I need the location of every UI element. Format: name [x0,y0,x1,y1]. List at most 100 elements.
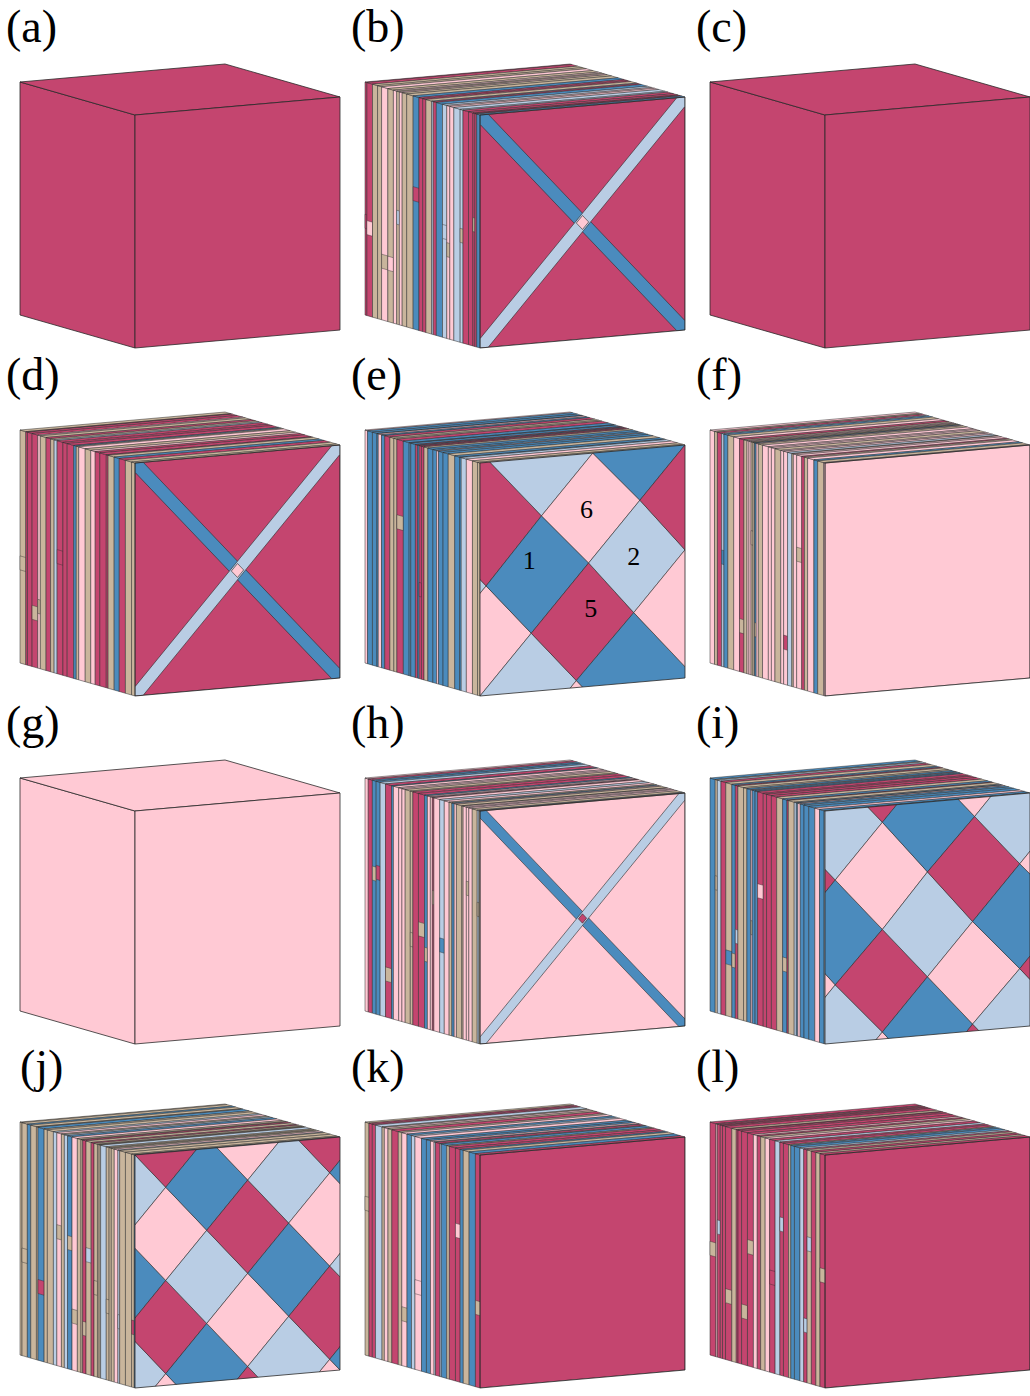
cube-face [135,793,340,1044]
lamella-side [399,788,402,1022]
lamella-side [434,798,440,1033]
domain-region [825,1137,1030,1388]
front-face [480,1137,685,1388]
lamella-mark [466,881,468,896]
lamella-side [802,456,805,690]
lamella-side [815,808,820,1042]
domain-region [0,753,207,1217]
lamella-side [770,1139,776,1374]
lamella-side [393,90,396,324]
lamella-side [72,1137,77,1372]
lamella-side [735,785,738,1019]
lamella-mark [722,550,724,565]
lamella-side [440,799,445,1033]
lamella-mark [418,922,424,938]
lamella-side [419,97,423,331]
lamella-side [755,443,757,676]
lamella-mark [367,221,373,237]
lamella-side [390,437,394,671]
lamella-side [460,1149,463,1383]
lamella-mark [807,1237,811,1252]
lamella-side [76,446,78,680]
lamella-side [753,1134,757,1368]
lamella-side [54,440,57,674]
cube-panel [710,64,1030,348]
lamella-mark [715,876,717,891]
panel-label: (j) [20,1044,63,1090]
lamella-side [720,1125,722,1359]
panel-label: (k) [351,1044,405,1090]
lamella-side [761,1137,766,1371]
lamella-side [114,457,119,691]
panel-label: (d) [6,352,60,398]
lamella-side [31,1125,37,1360]
lamella-side [466,807,468,1041]
domain-region [491,433,883,910]
lamella-side [744,788,747,1022]
lamella-side [449,1146,455,1381]
lamella-side [717,780,721,1014]
domain-region [576,215,588,230]
lamella-mark [72,1309,77,1325]
lamella-side [378,434,381,668]
lamella-side [386,784,392,1019]
lamella-mark [820,1268,825,1283]
panel-label: (g) [6,700,60,746]
lamella-mark [397,210,400,225]
lamella-mark [425,947,428,962]
lamella-side [472,461,477,695]
lamella-side [111,1148,114,1382]
lamella-side [74,445,77,679]
lamella-side [738,1130,742,1364]
lamella-side [95,452,100,686]
lamella-side [755,791,757,1025]
front-face [0,384,955,1396]
lamella-side [447,1145,450,1379]
lamella-mark [57,1225,62,1240]
front-face [210,40,1030,1396]
panel-label: (h) [351,700,405,746]
domain-region [825,445,1030,696]
lamella-side [67,444,73,679]
lamella-side [417,445,419,678]
domain-region [480,97,685,348]
lamella-side [455,456,460,690]
lamella-side [20,430,26,665]
panel-label: (i) [696,700,739,746]
lamella-side [798,803,801,1037]
lamella-side [469,112,473,346]
lamella-side [734,437,740,672]
lamella-side [784,451,788,685]
lamella-side [125,1152,131,1387]
lamella-side [53,1132,56,1366]
cube-panel [365,760,685,1044]
lamella-side [463,1150,469,1385]
lamella-mark [755,623,757,637]
lamella-mark [132,1320,135,1335]
lamella-side [397,439,403,674]
lamella-side [38,1127,44,1362]
lamella-mark [386,967,392,983]
lamella-side [365,1122,369,1356]
panel-label: (b) [351,4,405,50]
lamella-side [436,1142,440,1376]
lamella-side [430,1141,434,1375]
domain-region [289,1169,371,1269]
lamella-side [749,441,751,675]
lamella-side [768,447,771,681]
domain-region [583,82,1030,798]
lamella-side [765,1138,769,1372]
lamella-mark [86,1248,91,1263]
lamella-side [77,1138,81,1372]
lamella-side [382,87,388,322]
lamella-side [425,795,428,1029]
lamella-side [783,799,787,1033]
cube-panel [0,384,955,1396]
lamella-side [26,432,28,665]
lamella-mark [376,865,380,880]
lamella-side [398,1132,402,1366]
lamella-side [415,444,417,678]
cube-face [20,82,135,348]
domain-region [135,445,340,696]
